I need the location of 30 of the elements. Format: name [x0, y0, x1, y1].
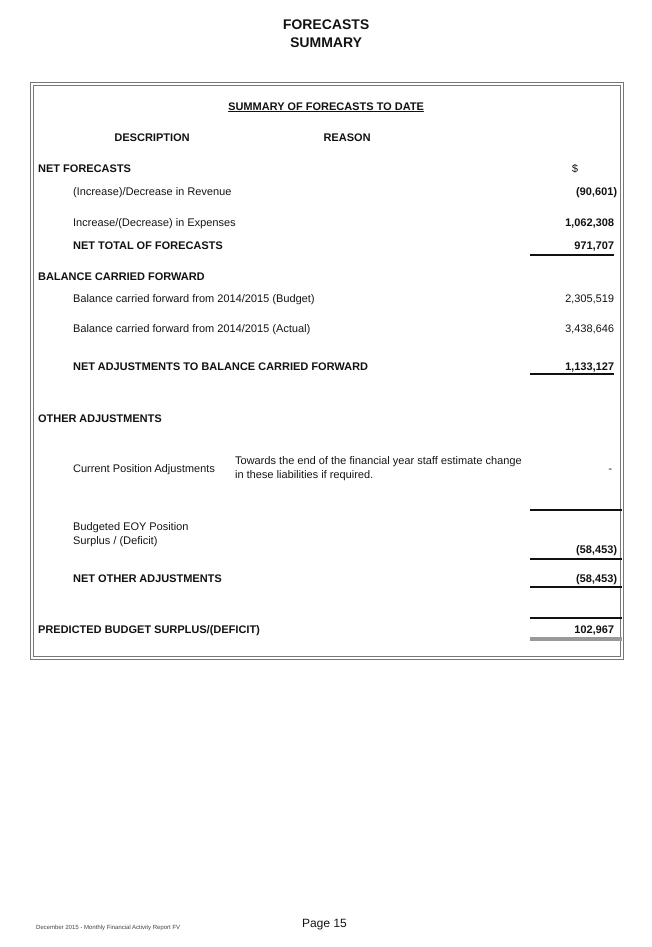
subtotal-amount: 971,707: [574, 239, 614, 253]
subtotal-label: NET TOTAL OF FORECASTS: [73, 239, 223, 253]
table-heading: SUMMARY OF FORECASTS TO DATE: [228, 100, 424, 114]
currency-symbol: $: [572, 162, 578, 176]
row-label: Balance carried forward from 2014/2015 (Actual): [73, 322, 310, 336]
subtotal-amount: (58,453): [576, 572, 617, 586]
reason-text: Towards the end of the financial year staff estimate change in these liabilities if required.: [235, 454, 523, 482]
row-label: Current Position Adjustments: [73, 462, 215, 476]
page-number: Page 15: [302, 916, 347, 930]
row-label: (Increase)/Decrease in Revenue: [73, 185, 232, 199]
subtotal-label: NET ADJUSTMENTS TO BALANCE CARRIED FORWARD: [73, 360, 368, 374]
column-header: REASON: [323, 131, 371, 145]
amount: 1,062,308: [565, 216, 614, 230]
section-heading: BALANCE CARRIED FORWARD: [38, 270, 205, 284]
amount: (90,601): [576, 185, 617, 199]
row-label: Balance carried forward from 2014/2015 (Budget): [73, 292, 315, 306]
amount: 2,305,519: [565, 292, 614, 306]
total-amount: 102,967: [574, 623, 614, 637]
amount: (58,453): [576, 543, 617, 557]
section-heading: OTHER ADJUSTMENTS: [38, 412, 162, 426]
total-label: PREDICTED BUDGET SURPLUS/(DEFICIT): [38, 623, 260, 637]
amount: 3,438,646: [565, 322, 614, 336]
page-title: FORECASTS SUMMARY: [282, 15, 370, 51]
row-label: Budgeted EOY Position Surplus / (Deficit): [73, 520, 190, 548]
subtotal-label: NET OTHER ADJUSTMENTS: [73, 572, 222, 586]
column-header: DESCRIPTION: [114, 131, 190, 145]
row-label: Increase/(Decrease) in Expenses: [73, 216, 236, 230]
amount: -: [608, 462, 612, 476]
section-heading: NET FORECASTS: [38, 162, 131, 176]
subtotal-amount: 1,133,127: [565, 360, 614, 374]
